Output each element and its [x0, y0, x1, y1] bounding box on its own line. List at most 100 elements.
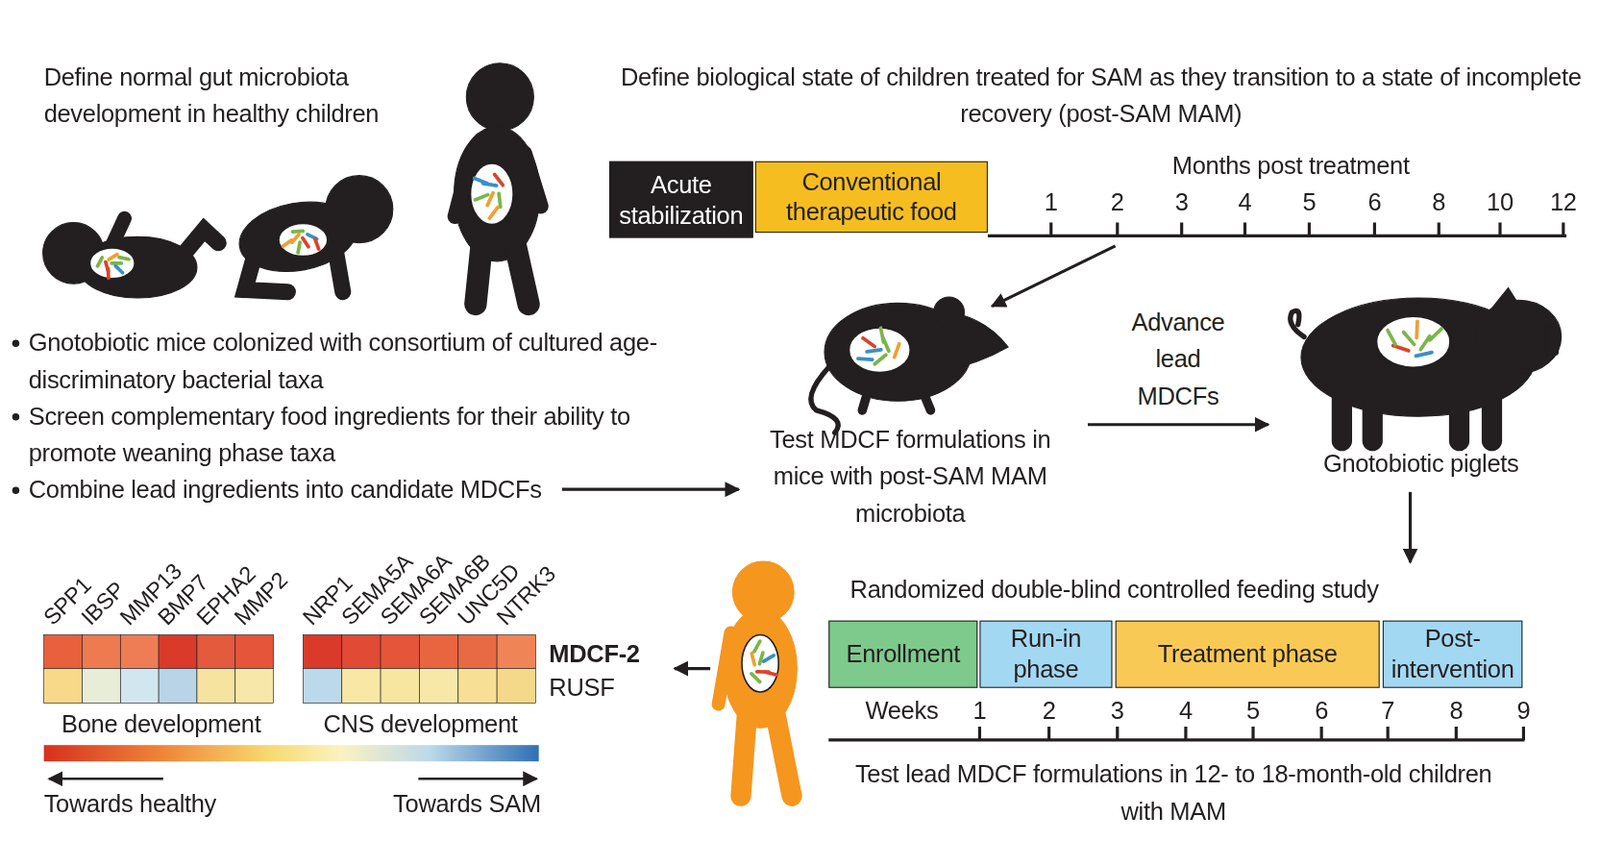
microbiota-oval: [858, 358, 873, 360]
heatmap: [458, 668, 497, 704]
axis-label: Towards SAM: [316, 786, 542, 823]
mouse: [811, 296, 1009, 433]
tick-label: 6: [1296, 691, 1348, 729]
tick-label: 9: [1498, 691, 1550, 729]
tick-label: 6: [1349, 183, 1401, 221]
bullet-text: Combine lead ingredients into candidate …: [7, 471, 722, 509]
piglet: [1290, 287, 1562, 441]
crawling-baby: [233, 175, 393, 293]
lying-baby: [178, 229, 219, 261]
microbiota-oval: [292, 228, 303, 234]
node-text: Define normal gut microbiota development…: [44, 59, 473, 133]
tick-label: 5: [1227, 691, 1279, 729]
heatmap: [196, 635, 236, 669]
piglet: [1491, 287, 1523, 310]
tick-label: 8: [1413, 183, 1465, 221]
microbiota-oval: [754, 640, 761, 652]
tick-label: 8: [1430, 691, 1482, 729]
timeline-axis: [979, 726, 1524, 740]
microbiota-oval: [278, 223, 328, 257]
heatmap: [120, 668, 159, 704]
timeline-axis: [828, 738, 1525, 741]
node-text: MDCF-2: [548, 636, 666, 673]
piglet-node: Gnotobiotic piglets: [1270, 303, 1572, 486]
phase-box: Conventional therapeutic food: [755, 161, 988, 233]
heatmap: [342, 635, 381, 669]
tick-label: 2: [1023, 691, 1075, 729]
flow-arrow: [991, 246, 1115, 307]
flow-arrow: [562, 488, 739, 492]
axis-label: Towards healthy: [44, 786, 270, 823]
heatmap: [302, 635, 342, 669]
heatmap: [342, 668, 381, 704]
microbiota-oval: [119, 257, 129, 260]
color-scale: [418, 777, 537, 781]
edge-label: Advance lead MDCFs: [1116, 303, 1239, 415]
heatmap: [44, 668, 83, 704]
bullet-dot: [12, 487, 20, 494]
bullet-dot: [12, 340, 20, 347]
heatmap-node: MDCF-2RUSF: [38, 530, 666, 822]
microbiota-oval: [1420, 336, 1429, 350]
heatmap: [302, 668, 342, 704]
piglet: [1546, 326, 1559, 356]
tick-label: 3: [1091, 691, 1143, 729]
heatmap: [120, 635, 159, 669]
tick-label: 2: [1091, 183, 1143, 221]
microbiota-oval: [498, 193, 501, 207]
microbiota-oval: [315, 239, 320, 249]
heatmap: [44, 635, 537, 704]
microbiota-oval: [874, 354, 887, 364]
node-text: Define biological state of children trea…: [607, 59, 1596, 133]
microbiota-oval: [115, 266, 123, 273]
phase-label: Run-in phase: [984, 623, 1108, 686]
microbiota-oval: [763, 655, 775, 662]
microbiota-oval: [866, 349, 882, 352]
heatmap: [44, 635, 83, 669]
crawling-baby: [245, 252, 289, 292]
microbiota-oval: [494, 173, 504, 185]
microbiota-oval: [470, 163, 515, 225]
node-text: Weeks: [864, 691, 967, 729]
bullet-text: Screen complementary food ingredients fo…: [7, 397, 722, 471]
heatmap: [418, 635, 458, 669]
phase-label: Acute stabilization: [614, 169, 748, 231]
flow-arrow: [1087, 422, 1269, 426]
tick-label: 1: [954, 691, 1006, 729]
child-figure: [718, 632, 732, 704]
microbiota-oval: [1429, 328, 1442, 341]
microbiota-oval: [89, 247, 135, 279]
node-text: Randomized double-blind controlled feedi…: [850, 571, 1504, 609]
flow-arrow: [1408, 492, 1412, 563]
microbiota-oval: [283, 240, 293, 247]
heatmap: [158, 635, 197, 669]
text-panel: Define normal gut microbiota development…: [7, 56, 738, 512]
piglet: [1341, 395, 1492, 442]
heatmap: [418, 668, 458, 704]
bullet-dot: [12, 413, 20, 420]
phase-box: Post-intervention: [1382, 620, 1523, 689]
microbiota-oval: [1377, 316, 1451, 368]
microbiota-oval: [108, 254, 118, 260]
heatmap: [81, 668, 121, 704]
piglet: [1476, 299, 1562, 373]
heatmap: [158, 668, 197, 704]
node-text: RUSF: [548, 669, 666, 707]
lying-baby: [43, 218, 220, 298]
microbiota-oval: [849, 327, 911, 373]
microbiota-oval: [297, 242, 300, 253]
color-scale: [44, 744, 540, 762]
tick-label: 1: [1025, 183, 1077, 221]
heatmap: [235, 635, 274, 669]
timeline-panel: Define biological state of children trea…: [607, 56, 1596, 238]
microbiota-oval: [1387, 330, 1396, 345]
lying-baby: [112, 218, 125, 246]
phase-label: Treatment phase: [1157, 639, 1338, 670]
microbiota-oval: [880, 327, 884, 343]
microbiota-oval: [894, 344, 900, 358]
heatmap: [496, 635, 536, 669]
microbiota-oval: [474, 195, 488, 200]
node-text: Months post treatment: [1137, 147, 1445, 184]
tick-label: 7: [1362, 691, 1414, 729]
mouse: [861, 393, 931, 411]
